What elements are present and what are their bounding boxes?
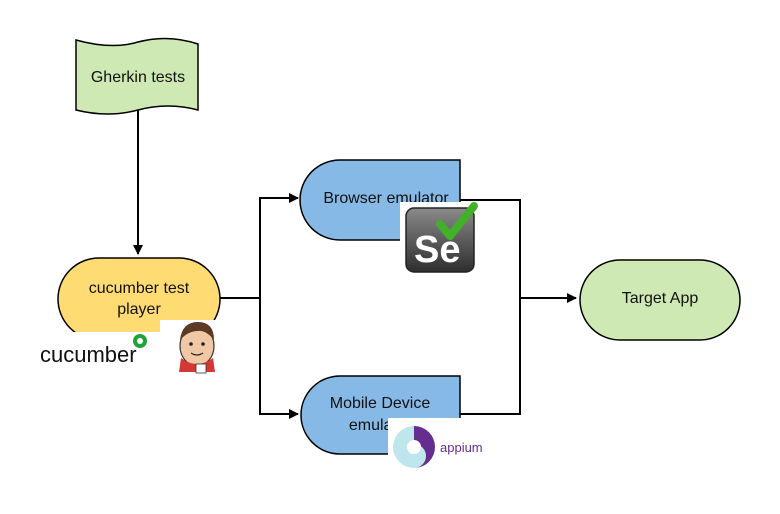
- appium-swirl-icon: [393, 426, 435, 468]
- target-app-label: Target App: [622, 290, 699, 307]
- selenium-logo: Se: [400, 202, 484, 278]
- cucumber-player-node: cucumber test player: [57, 257, 221, 341]
- appium-logo-text: appium: [440, 440, 483, 455]
- cucumber-logo: cucumber: [36, 332, 160, 372]
- appium-logo: appium: [388, 418, 486, 474]
- cucumber-player-label-line2: player: [117, 301, 161, 318]
- cucumber-leaf-icon: [133, 334, 147, 348]
- cucumber-logo-text: cucumber: [40, 342, 137, 367]
- gherkin-tests-shape: [75, 37, 199, 115]
- target-app-shape: [579, 259, 741, 341]
- edge-player-to-browser: [220, 193, 299, 299]
- gherkin-tests-label: Gherkin tests: [91, 69, 185, 86]
- connectors: [133, 110, 577, 419]
- target-app-node: Target App: [579, 259, 741, 341]
- cucumber-player-label-line1: cucumber test: [89, 280, 190, 297]
- gherkin-tests-node: Gherkin tests: [75, 37, 199, 115]
- edge-player-to-mobile: [259, 298, 299, 419]
- selenium-checkmark-icon: [436, 202, 478, 240]
- edge-browser-to-merge: [460, 199, 521, 415]
- mobile-emulator-label-line1: Mobile Device: [330, 395, 431, 412]
- jenkins-butler-icon: [160, 320, 230, 376]
